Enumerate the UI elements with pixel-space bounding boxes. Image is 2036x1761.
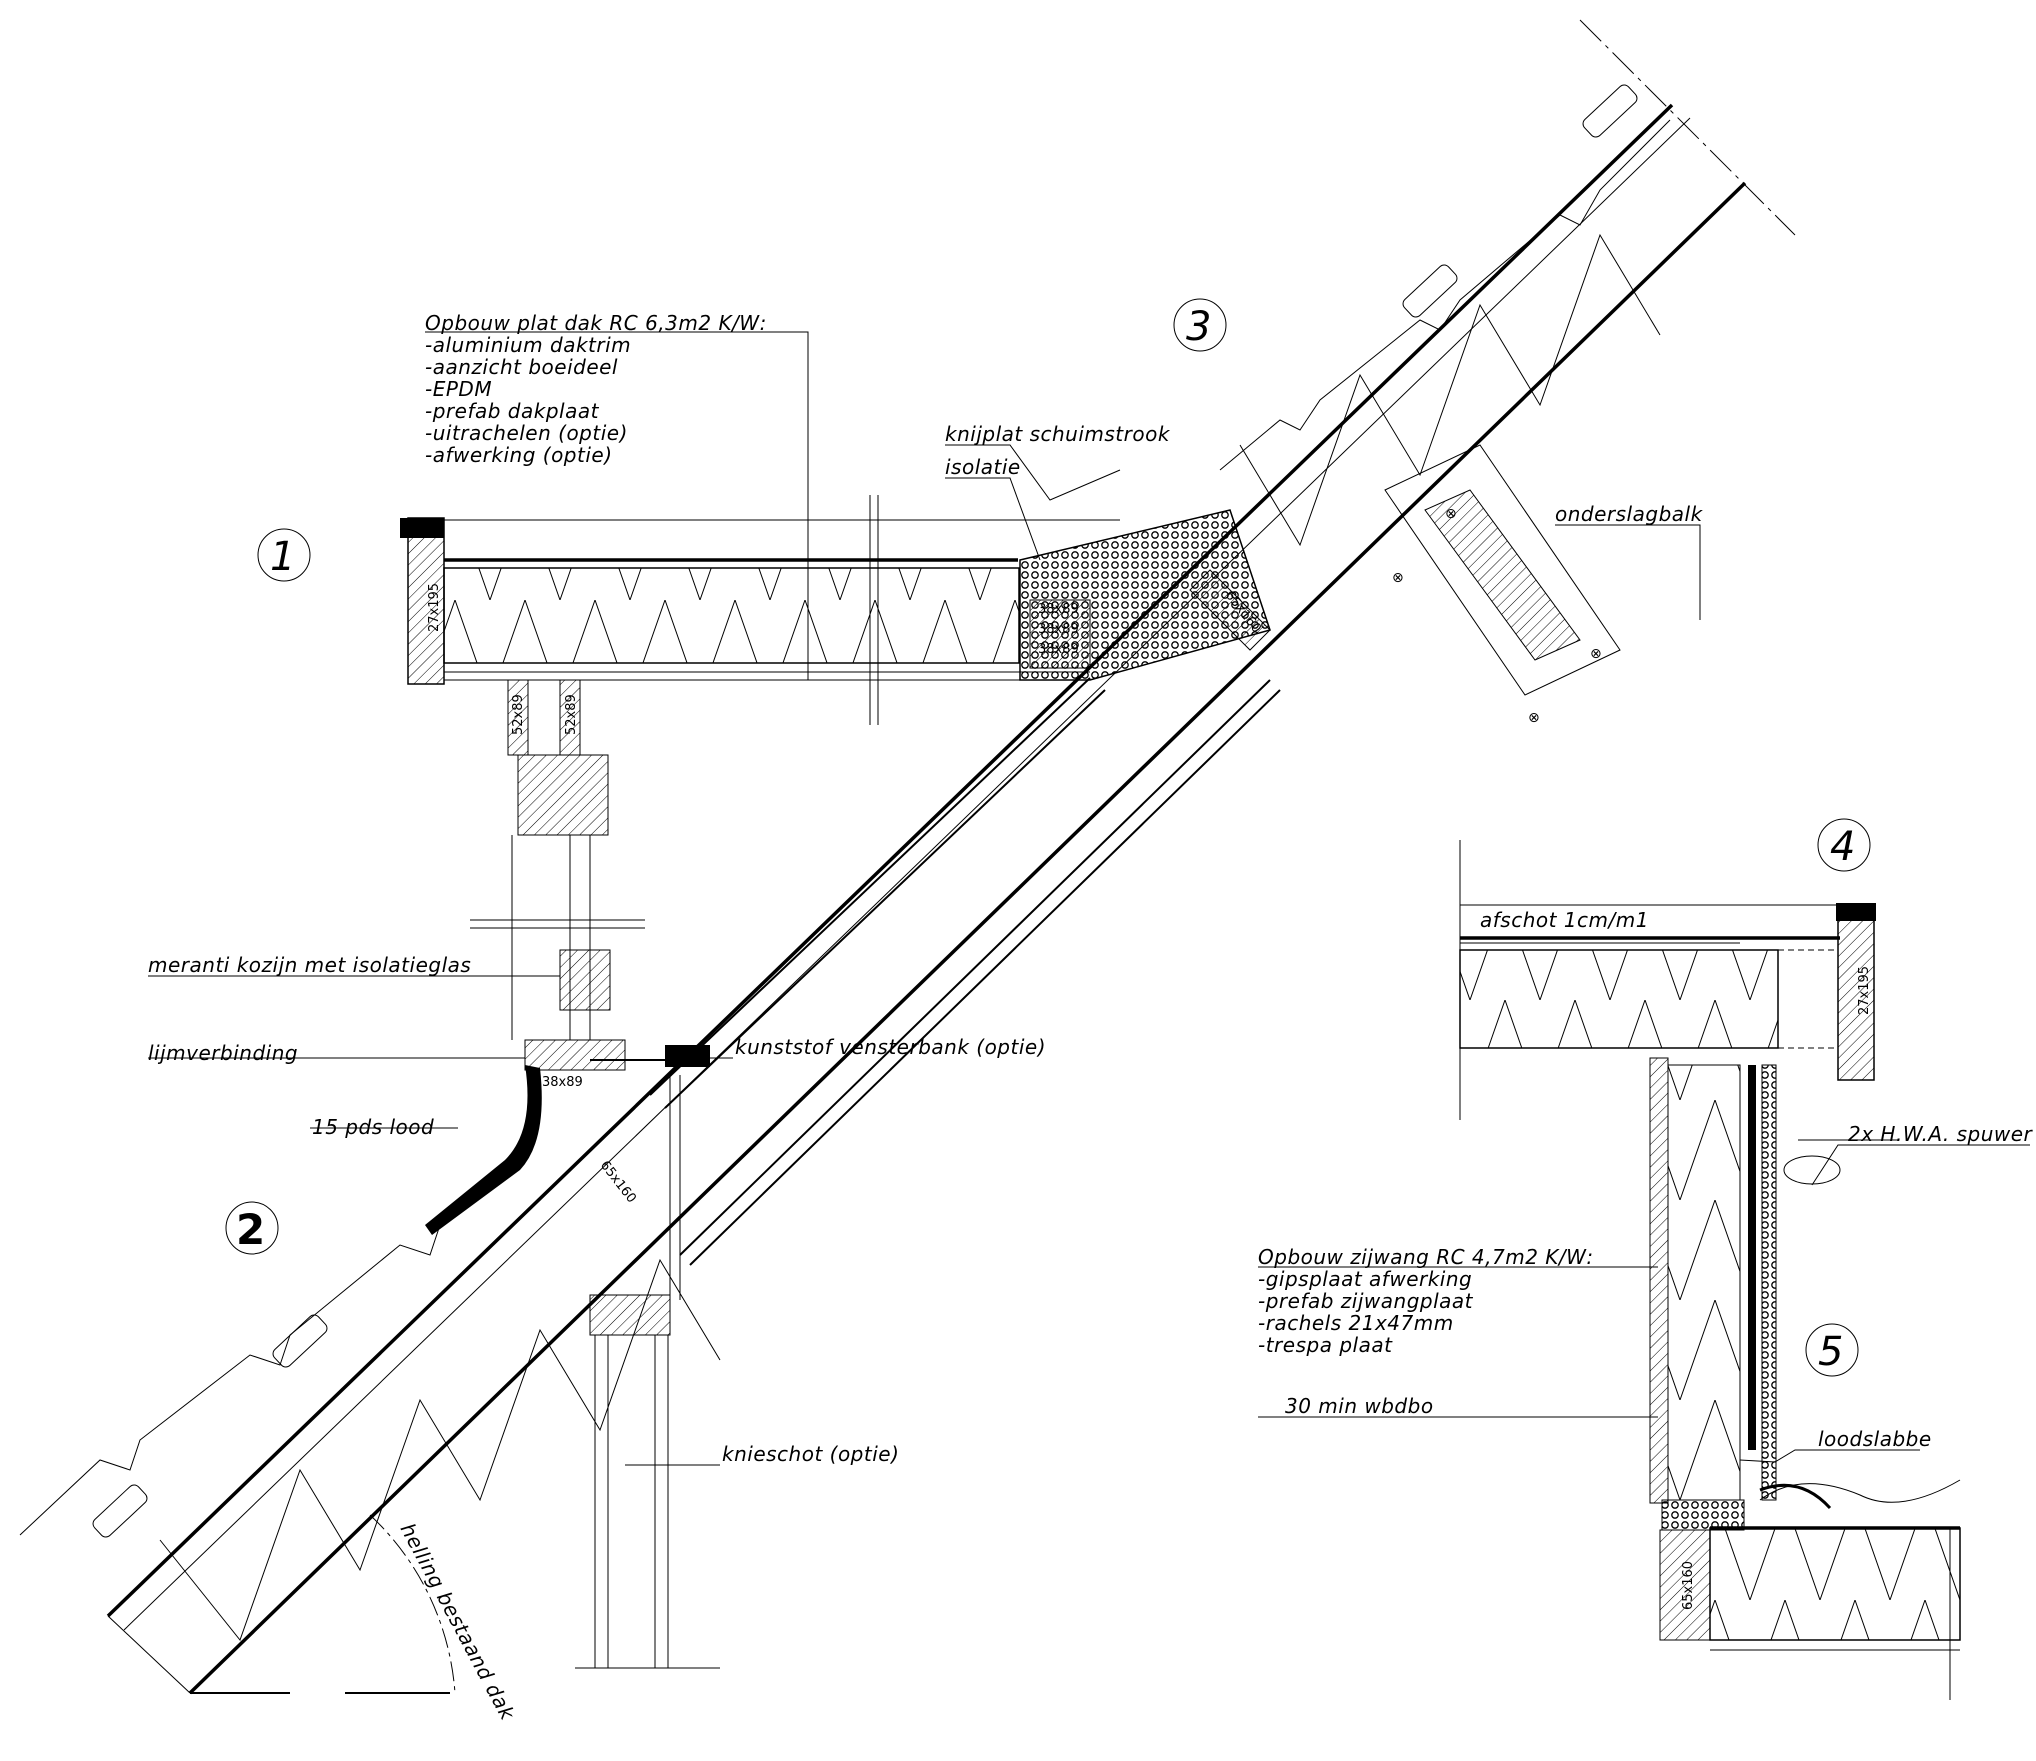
label-kozijn: meranti kozijn met isolatieglas bbox=[148, 953, 471, 977]
dakplaat bbox=[443, 567, 1020, 664]
label-knijplat: knijplat schuimstrook bbox=[945, 422, 1171, 446]
dim-boeideel-4: 27x195 bbox=[1857, 966, 1872, 1015]
lood bbox=[425, 1065, 542, 1235]
label-afschot: afschot 1cm/m1 bbox=[1480, 908, 1649, 932]
flat-roof bbox=[400, 495, 1271, 725]
label-vensterbank: kunststof vensterbank (optie) bbox=[735, 1035, 1046, 1059]
detail-marker-3 bbox=[1173, 298, 1227, 352]
daktrim bbox=[400, 518, 444, 538]
axis-line bbox=[1579, 19, 1796, 236]
roof-tiles bbox=[19, 84, 1671, 1538]
dim-regel-2: 38x89 bbox=[1038, 622, 1079, 637]
dim-stijl-a: 52x89 bbox=[511, 694, 526, 735]
detail-marker-5 bbox=[1805, 1323, 1859, 1377]
dim-regel-1: 38x89 bbox=[1038, 602, 1079, 617]
label-wbdbo: 30 min wbdbo bbox=[1285, 1394, 1434, 1418]
detail-number-2: 2 bbox=[236, 1205, 265, 1254]
roof-item: -aanzicht boeideel bbox=[425, 355, 618, 379]
dim-balk-mid: 65x160 bbox=[597, 1158, 639, 1206]
onderslagbalk: ⊗ ⊗ ⊗ ⊗ bbox=[1384, 444, 1621, 726]
detail-marker-1 bbox=[257, 528, 311, 582]
wall-build-up-heading: Opbouw zijwang RC 4,7m2 K/W: bbox=[1258, 1245, 1594, 1269]
sloped-roof bbox=[19, 19, 1796, 1695]
roof-item: -afwerking (optie) bbox=[425, 443, 613, 467]
dim-sill: 38x89 bbox=[542, 1075, 583, 1090]
roof-bottom-line bbox=[188, 181, 1747, 1695]
dim-balk-5: 65x160 bbox=[1681, 1561, 1696, 1610]
wall-item: -trespa plaat bbox=[1258, 1333, 1393, 1357]
dim-stijl-b: 52x89 bbox=[564, 694, 579, 735]
label-lood: 15 pds lood bbox=[312, 1115, 434, 1139]
svg-text:⊗: ⊗ bbox=[1528, 710, 1540, 726]
dormer-inner-slope bbox=[649, 677, 1281, 1266]
detail-number-1: 1 bbox=[270, 534, 295, 580]
roof-item: -aluminium daktrim bbox=[425, 333, 631, 357]
detail-4-5 bbox=[1459, 840, 1961, 1700]
label-hwa: 2x H.W.A. spuwer bbox=[1848, 1122, 2034, 1146]
wall-item: -prefab zijwangplaat bbox=[1258, 1289, 1474, 1313]
dim-boeideel: 27x195 bbox=[427, 583, 442, 632]
vensterbank bbox=[665, 1045, 710, 1067]
svg-text:⊗: ⊗ bbox=[1445, 506, 1457, 522]
detail-number-5: 5 bbox=[1818, 1329, 1843, 1375]
svg-text:⊗: ⊗ bbox=[1392, 570, 1404, 586]
roof-item: -uitrachelen (optie) bbox=[425, 421, 628, 445]
dim-regel-3: 38x89 bbox=[1038, 642, 1079, 657]
roof-top-line bbox=[106, 103, 1674, 1618]
svg-text:⊗: ⊗ bbox=[1590, 646, 1602, 662]
label-lijmverbinding: lijmverbinding bbox=[148, 1041, 298, 1065]
label-onderslagbalk: onderslagbalk bbox=[1555, 502, 1704, 526]
detail-number-3: 3 bbox=[1186, 304, 1211, 350]
wall-item: -gipsplaat afwerking bbox=[1258, 1267, 1472, 1291]
roof-item: -EPDM bbox=[425, 377, 492, 401]
detail-marker-4 bbox=[1817, 818, 1871, 872]
leaders bbox=[148, 331, 2030, 1466]
roof-build-up-heading: Opbouw plat dak RC 6,3m2 K/W: bbox=[425, 311, 767, 335]
label-isolatie: isolatie bbox=[945, 455, 1021, 479]
roof-item: -prefab dakplaat bbox=[425, 399, 600, 423]
detail-number-4: 4 bbox=[1830, 824, 1855, 870]
helling-arc bbox=[369, 1514, 456, 1694]
label-knieschot: knieschot (optie) bbox=[722, 1442, 899, 1466]
detail-marker-2 bbox=[225, 1201, 279, 1255]
label-loodslabbe: loodslabbe bbox=[1818, 1427, 1932, 1451]
detail-markers: 1 2 3 4 5 bbox=[225, 298, 1871, 1377]
wall-item: -rachels 21x47mm bbox=[1258, 1311, 1454, 1335]
window-frame bbox=[190, 679, 720, 1694]
label-helling: helling bestaand dak bbox=[396, 1519, 521, 1725]
